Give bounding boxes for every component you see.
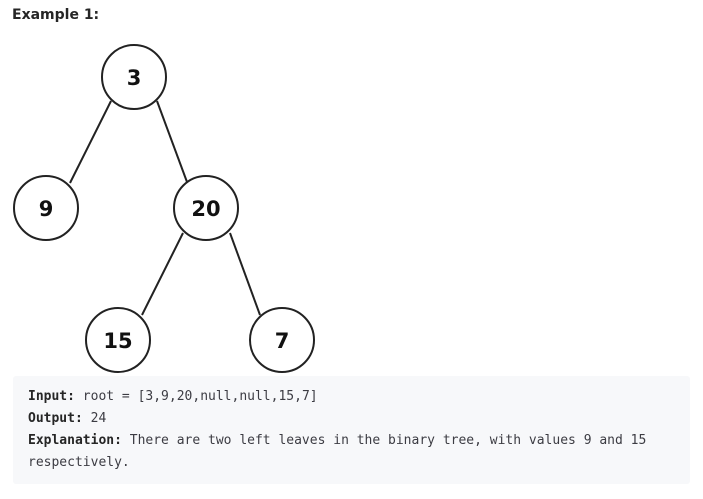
- example-heading: Example 1:: [12, 7, 100, 23]
- tree-node-label-3: 3: [127, 66, 142, 90]
- binary-tree-diagram: 3 9 20 15 7: [13, 44, 315, 373]
- tree-node-label-7: 7: [275, 329, 290, 353]
- tree-node-15: [85, 307, 151, 373]
- tree-node-9: [13, 175, 79, 241]
- tree-edge-3-9: [69, 100, 112, 184]
- tree-node-label-9: 9: [39, 197, 54, 221]
- tree-edge-3-20: [156, 100, 188, 183]
- input-line: Input: root = [3,9,20,null,null,15,7]: [28, 386, 675, 408]
- output-value: 24: [82, 411, 107, 426]
- tree-node-label-20: 20: [191, 197, 220, 221]
- tree-node-label-15: 15: [103, 329, 132, 353]
- tree-edge-20-15: [141, 232, 184, 316]
- explanation-line: Explanation: There are two left leaves i…: [28, 430, 675, 474]
- tree-node-20: [173, 175, 239, 241]
- tree-node-7: [249, 307, 315, 373]
- output-label: Output:: [28, 411, 83, 426]
- tree-edge-20-7: [229, 232, 261, 316]
- output-line: Output: 24: [28, 408, 675, 430]
- explanation-label: Explanation:: [28, 433, 122, 448]
- example-io-block: Input: root = [3,9,20,null,null,15,7] Ou…: [13, 376, 690, 484]
- input-value: root = [3,9,20,null,null,15,7]: [74, 389, 318, 404]
- tree-node-3: [101, 44, 167, 110]
- explanation-value: There are two left leaves in the binary …: [28, 433, 655, 470]
- input-label: Input:: [28, 389, 75, 404]
